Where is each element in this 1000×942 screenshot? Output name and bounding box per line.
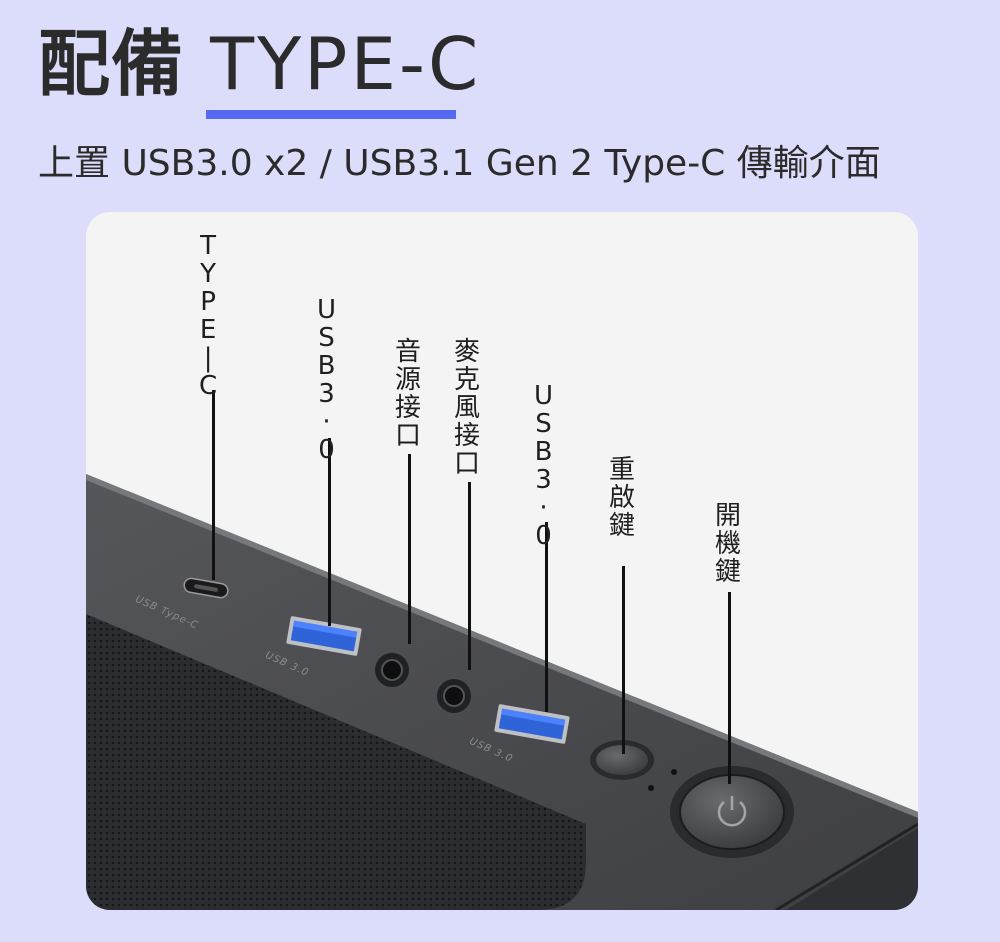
leader-type-c (212, 390, 215, 580)
leader-usb-left (328, 438, 331, 626)
led-indicator (671, 769, 677, 775)
leader-power (728, 592, 731, 784)
leader-mic (468, 482, 471, 670)
leader-usb-right (545, 522, 548, 712)
label-mic-jack: 麥克風接口 (454, 337, 481, 480)
title-cjk: 配備 (38, 22, 185, 106)
usb-3-0-port-right (494, 704, 570, 744)
case-top-illustration (86, 474, 918, 910)
case-side-panel (786, 828, 918, 910)
page-title: 配備 TYPE-C (38, 28, 481, 100)
reset-button-shape (590, 740, 654, 780)
title-underline (206, 110, 456, 119)
mesh-vent (86, 614, 586, 910)
power-button-shape (670, 766, 794, 858)
label-audio-jack: 音源接口 (395, 337, 422, 452)
leader-reset (622, 566, 625, 754)
label-power-button: 開機鍵 (715, 501, 742, 588)
page-subtitle: 上置 USB3.0 x2 / USB3.1 Gen 2 Type-C 傳輸介面 (38, 143, 881, 184)
case-edge-highlight (86, 474, 918, 818)
usb-type-c-port (183, 577, 229, 599)
usb-3-0-port-left (286, 616, 362, 656)
mic-jack (437, 679, 471, 713)
audio-jack (375, 653, 409, 687)
leader-audio (408, 454, 411, 644)
title-latin: TYPE-C (210, 22, 482, 106)
led-indicator (648, 785, 654, 791)
label-reset-button: 重啟鍵 (609, 455, 636, 542)
